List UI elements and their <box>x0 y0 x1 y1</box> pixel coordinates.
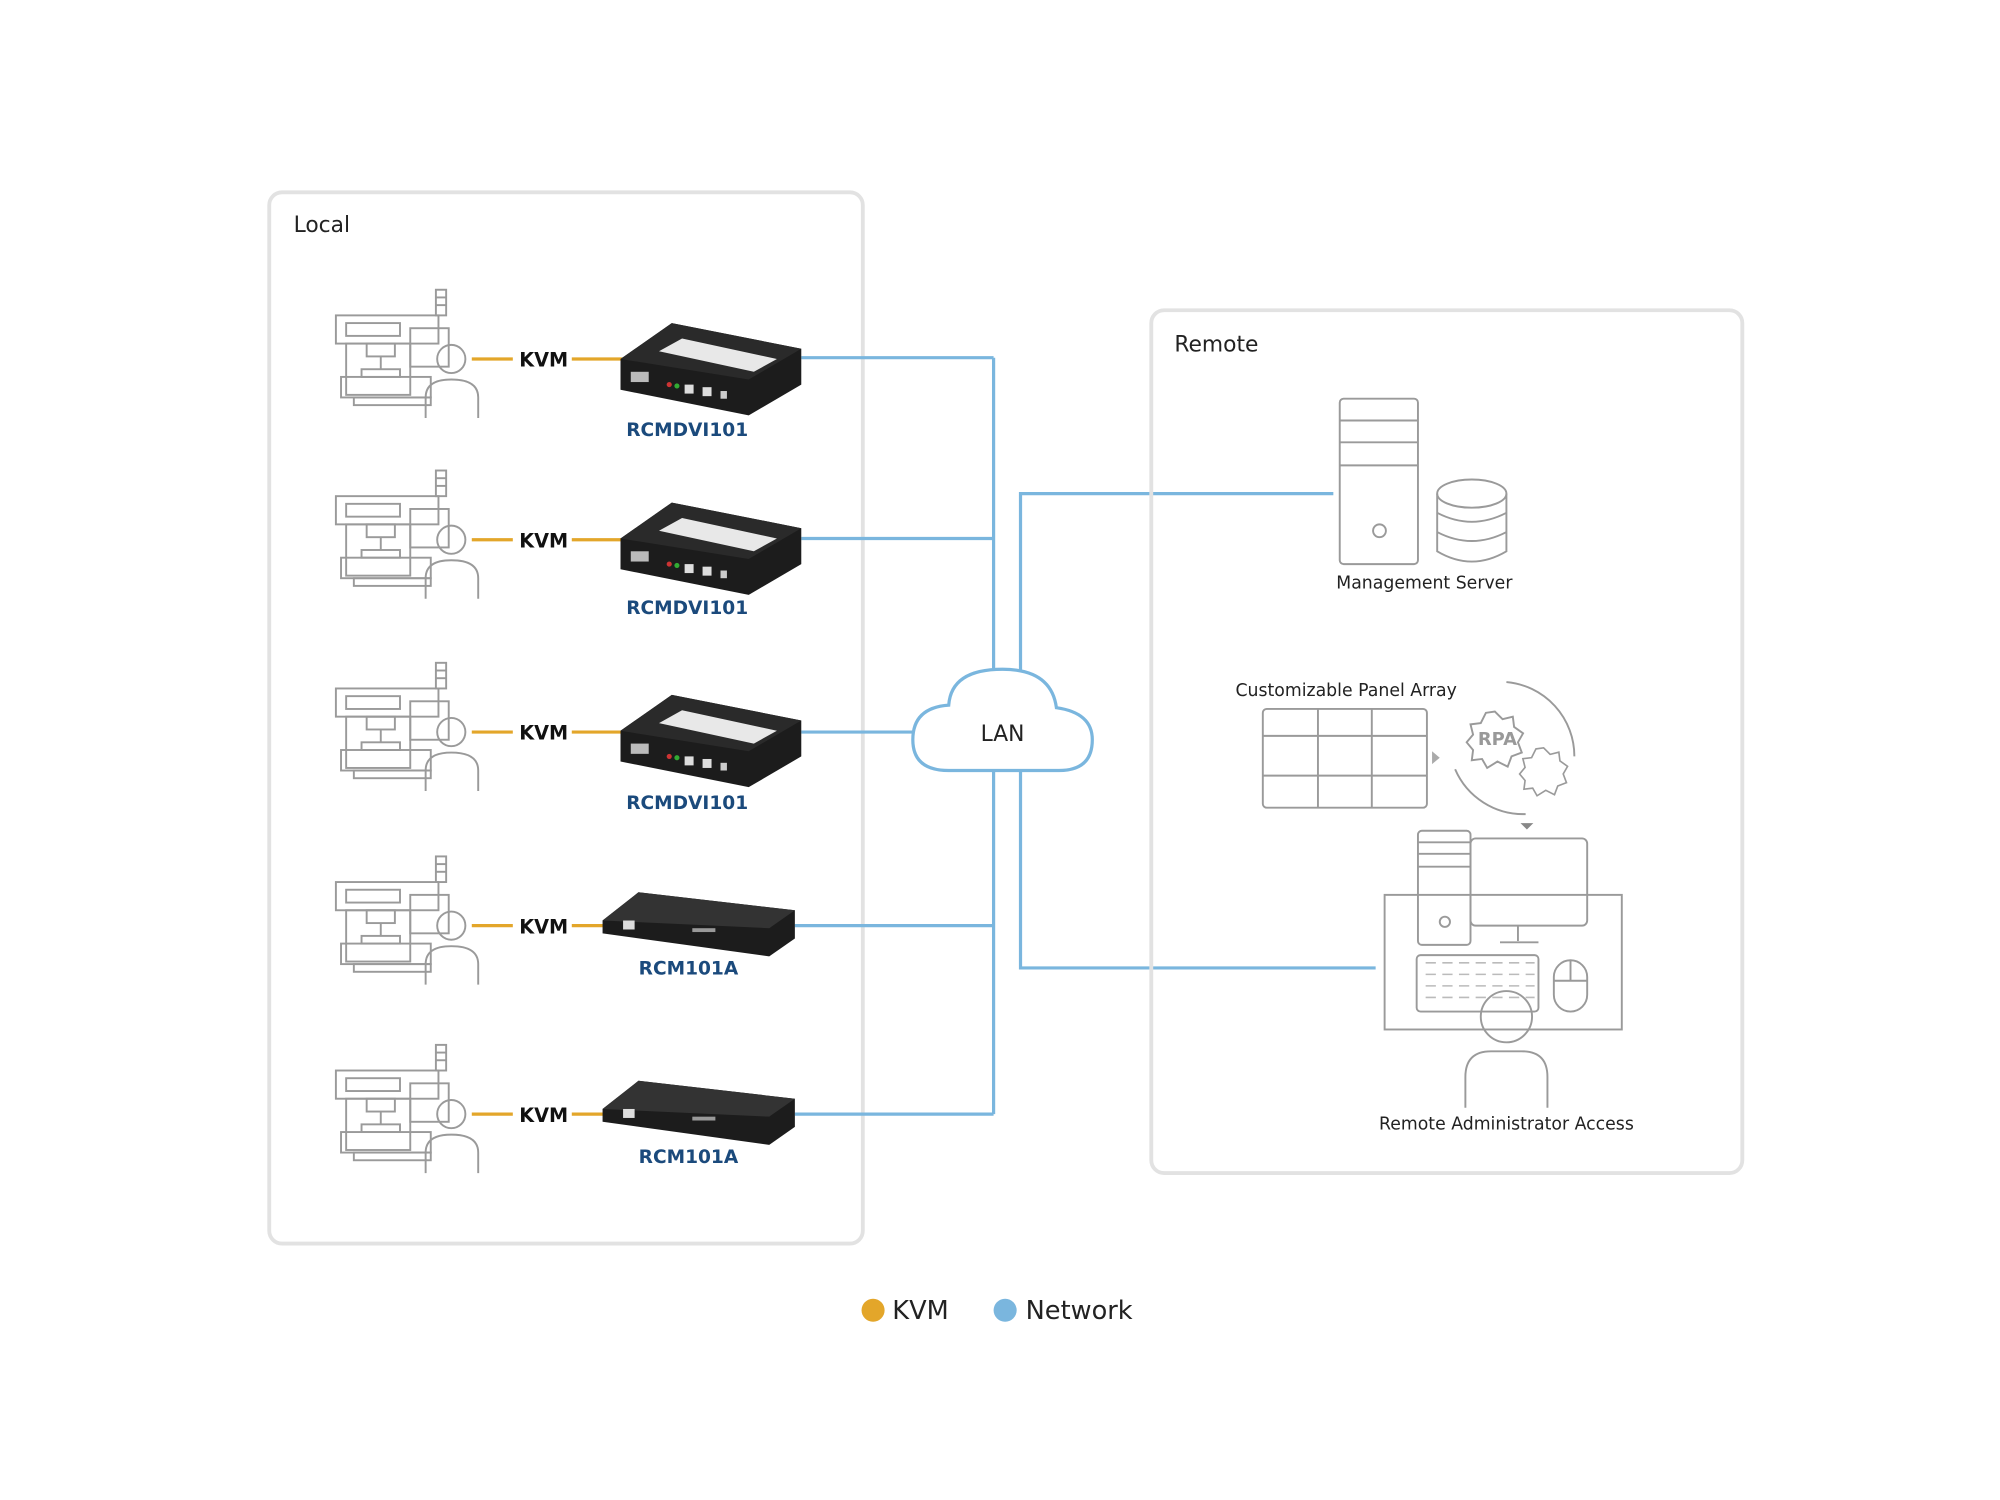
rcmdvi101-device-icon <box>620 694 802 788</box>
remote-admin-workstation: Remote Administrator Access <box>1379 829 1634 1134</box>
remote-group-box <box>1149 308 1745 1175</box>
cloud-icon <box>911 667 1094 773</box>
rpa-label: RPA <box>1478 729 1517 750</box>
remote-title: Remote <box>1174 332 1258 357</box>
local-row-3: KVM RCMDVI101 <box>334 661 802 814</box>
legend-kvm-swatch <box>861 1298 885 1322</box>
device-label: RCMDVI101 <box>626 598 748 619</box>
rcmdvi101-device-icon <box>620 323 802 416</box>
rcmdvi101-device-icon <box>620 502 802 595</box>
gear-icon <box>1518 747 1569 797</box>
legend-network-label: Network <box>1026 1296 1133 1326</box>
cycle-arc-icon <box>1506 681 1576 757</box>
lan-label: LAN <box>981 722 1025 747</box>
legend: KVM Network <box>861 1296 1133 1326</box>
device-label: RCM101A <box>639 1147 739 1168</box>
kvm-label: KVM <box>519 722 568 745</box>
administrator-person-icon <box>1464 990 1549 1108</box>
machine-operator-icon <box>334 469 480 600</box>
local-group-box <box>267 190 865 1246</box>
rcm101a-device-icon <box>602 1080 795 1145</box>
legend-kvm-label: KVM <box>892 1296 948 1326</box>
kvm-label: KVM <box>519 349 568 372</box>
lan-cloud: LAN <box>911 667 1094 773</box>
remote-admin-label: Remote Administrator Access <box>1379 1114 1634 1134</box>
kvm-label: KVM <box>519 915 568 938</box>
desk-icon <box>1383 893 1623 1031</box>
server-tower-icon <box>1338 397 1419 566</box>
local-title: Local <box>294 213 350 238</box>
remote-network-trunk <box>1018 491 1376 970</box>
management-server-label: Management Server <box>1336 573 1513 593</box>
network-links <box>794 356 1376 1116</box>
machine-operator-icon <box>334 855 480 986</box>
monitor-icon <box>1469 837 1589 927</box>
computer-tower-icon <box>1416 829 1472 946</box>
device-label: RCMDVI101 <box>626 793 748 814</box>
panel-array-label: Customizable Panel Array <box>1235 681 1456 701</box>
database-icon <box>1436 478 1508 563</box>
keyboard-icon <box>1415 954 1540 1013</box>
local-row-2: KVM RCMDVI101 <box>334 469 802 619</box>
device-label: RCM101A <box>639 958 739 979</box>
rpa-automation: RPA <box>1454 681 1576 830</box>
arrow-down-icon <box>1520 823 1534 830</box>
device-label: RCMDVI101 <box>626 420 748 441</box>
mouse-icon <box>1552 959 1589 1013</box>
rcm101a-device-icon <box>602 892 795 957</box>
local-row-5: KVM RCM101A <box>334 1043 795 1175</box>
local-row-1: KVM RCMDVI101 <box>334 288 802 441</box>
kvm-label: KVM <box>519 529 568 552</box>
local-network-trunk <box>794 356 996 1116</box>
machine-operator-icon <box>334 288 480 419</box>
local-row-4: KVM RCM101A <box>334 855 795 986</box>
customizable-panel-array: Customizable Panel Array <box>1235 681 1457 809</box>
arrow-right-icon <box>1432 751 1440 765</box>
kvm-label: KVM <box>519 1104 568 1127</box>
legend-network-swatch <box>993 1298 1017 1322</box>
panel-grid-icon <box>1261 708 1428 809</box>
management-server: Management Server <box>1336 397 1513 593</box>
machine-operator-icon <box>334 661 480 792</box>
machine-operator-icon <box>334 1043 480 1175</box>
